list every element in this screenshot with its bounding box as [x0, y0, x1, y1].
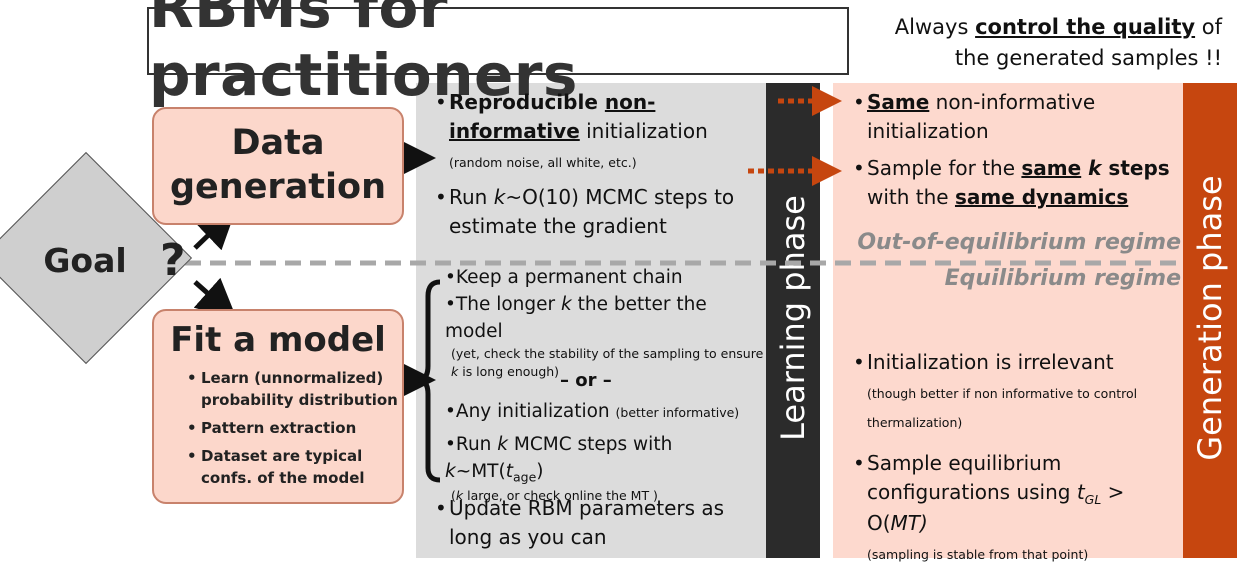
learn-update: Update RBM parameters as long as you can — [432, 494, 752, 552]
learning-bottom-list: •Keep a permanent chain •The longer k th… — [445, 264, 765, 381]
left-brace — [417, 279, 441, 483]
note-prefix: Always — [894, 15, 976, 39]
learn-any-init: •Any initialization (better informative) — [445, 401, 740, 422]
learning-top-list: Reproducible non-informative initializat… — [432, 88, 762, 241]
gen-item-steps: Sample for the same k steps with the sam… — [853, 154, 1180, 212]
fit-item-2: Pattern extraction — [187, 417, 402, 439]
generation-phase-bar: Generation phase — [1183, 83, 1237, 558]
gen-item-equilibrium: Sample equilibrium configurations using … — [853, 449, 1175, 567]
page-title: RBMs for practitioners — [149, 0, 578, 109]
learn-keep-chain: •Keep a permanent chain — [445, 267, 683, 288]
arrow-to-data-generation — [193, 208, 237, 251]
generation-top-list: Same non-informative initialization Samp… — [850, 88, 1180, 212]
question-mark: ? — [160, 235, 186, 286]
gen-item-init: Same non-informative initialization — [853, 88, 1180, 146]
fit-model-box: Fit a model Learn (unnormalized) probabi… — [152, 309, 404, 504]
learn-run-k: •Run k MCMC steps with k~MT(tage) — [445, 434, 673, 485]
gen-item-irrelevant: Initialization is irrelevant (though bet… — [853, 348, 1175, 435]
learn-item-steps: Run k~O(10) MCMC steps to estimate the g… — [435, 183, 762, 241]
quality-note: Always control the quality of the genera… — [895, 12, 1222, 74]
equilibrium-label: Equilibrium regime — [944, 266, 1181, 291]
learn-longer-k-note: (yet, check the stability of the samplin… — [451, 346, 764, 379]
or-separator: – or – — [560, 370, 612, 391]
learn-item-init: Reproducible non-informative initializat… — [435, 88, 762, 175]
data-generation-line2: generation — [169, 167, 386, 207]
arrow-to-fit-model — [193, 277, 237, 320]
goal-label: Goal — [43, 241, 127, 280]
fit-item-3: Dataset are typical confs. of the model — [187, 445, 402, 489]
learn-longer-k: •The longer k the better the model — [445, 294, 707, 342]
learning-phase-bar: Learning phase — [766, 83, 820, 558]
data-generation-line1: Data — [231, 123, 325, 163]
note-line2: the generated samples !! — [954, 46, 1222, 70]
note-suffix: of — [1195, 15, 1222, 39]
note-emphasis: control the quality — [975, 15, 1196, 39]
fit-model-title: Fit a model — [170, 320, 386, 360]
title-box: RBMs for practitioners — [147, 0, 849, 109]
out-of-equilibrium-label: Out-of-equilibrium regime — [857, 230, 1181, 255]
generation-bottom-list: Initialization is irrelevant (though bet… — [850, 348, 1175, 567]
learning-bottom-list-2: •Any initialization (better informative)… — [445, 398, 765, 505]
data-generation-box: Data generation — [152, 107, 404, 225]
fit-item-1: Learn (unnormalized) probability distrib… — [187, 367, 402, 411]
